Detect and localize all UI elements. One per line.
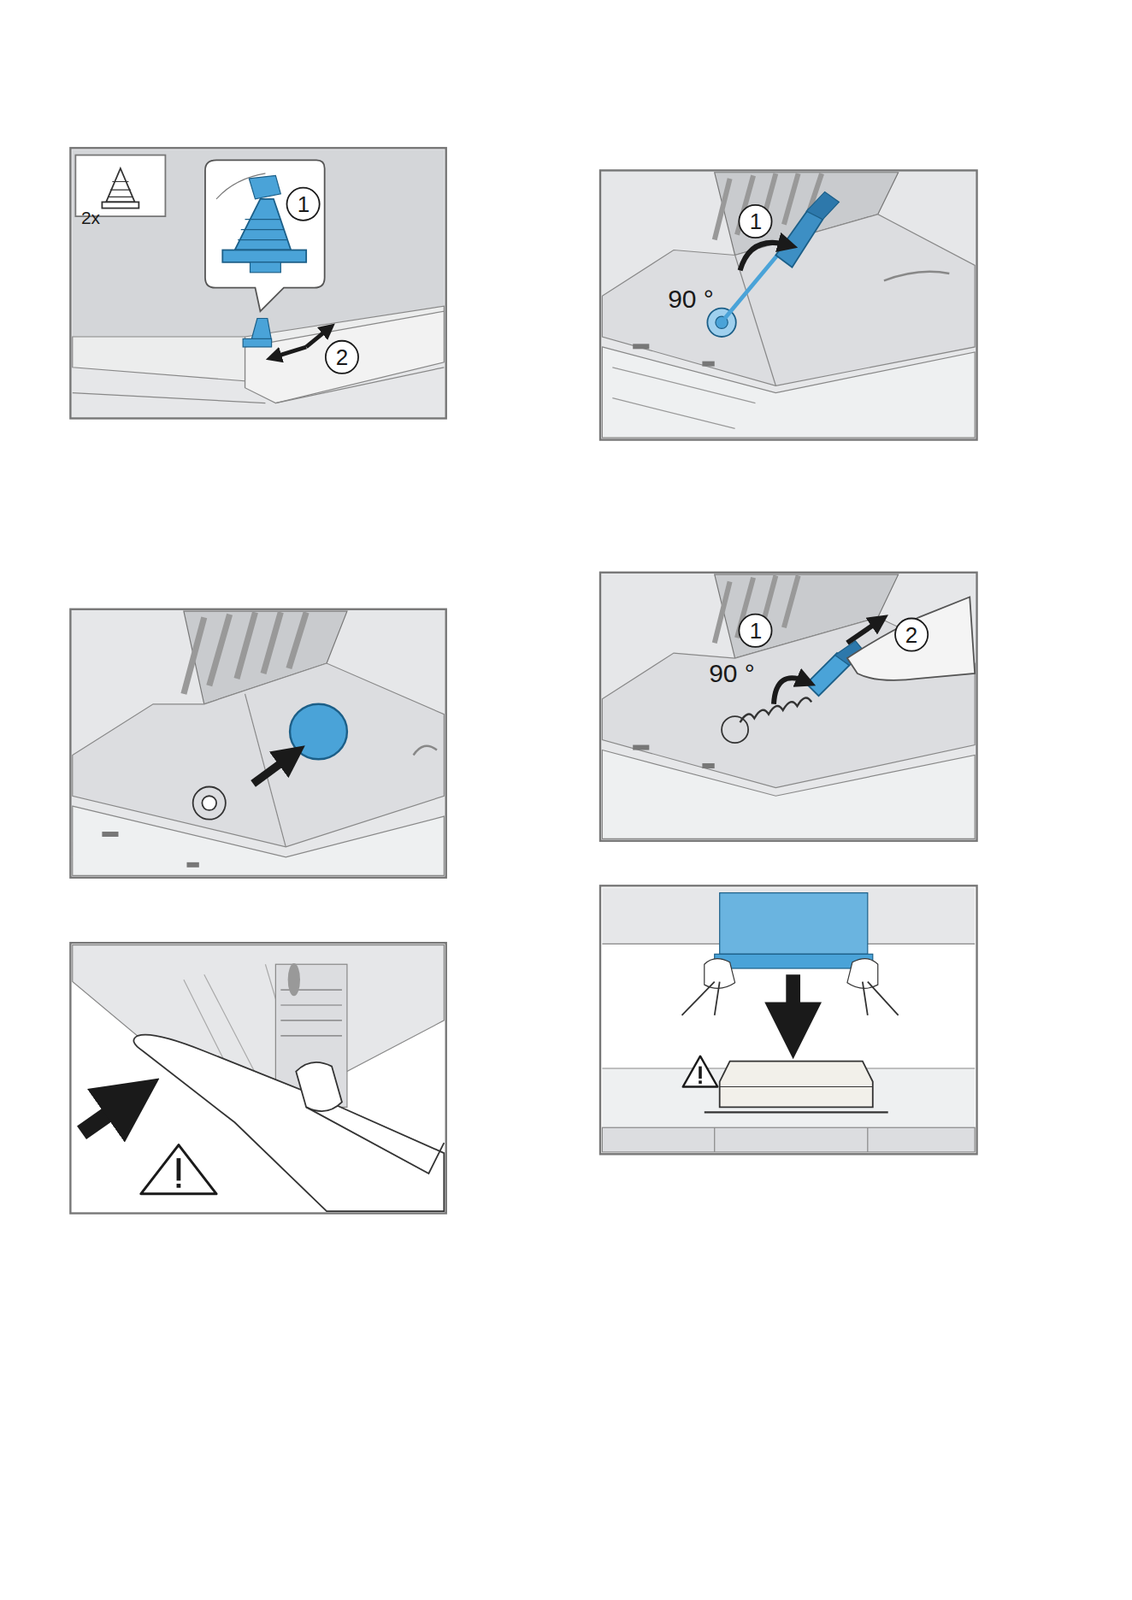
panel-clip	[70, 147, 446, 419]
angle-label: 90 °	[667, 286, 714, 313]
callout-number: 2	[905, 624, 918, 647]
panel-caution-hand	[70, 943, 446, 1214]
panel-screw-turn	[600, 170, 978, 440]
angle-label: 90 °	[708, 660, 755, 687]
callout-number: 1	[749, 210, 762, 233]
callout-number: 1	[297, 193, 310, 216]
quantity-label: 2x	[81, 208, 101, 227]
panel-cap	[70, 609, 446, 879]
panel-screw-remove	[600, 572, 978, 842]
callout-number: 1	[749, 619, 762, 643]
panel-filter	[600, 885, 978, 1155]
callout-number: 2	[336, 346, 348, 369]
